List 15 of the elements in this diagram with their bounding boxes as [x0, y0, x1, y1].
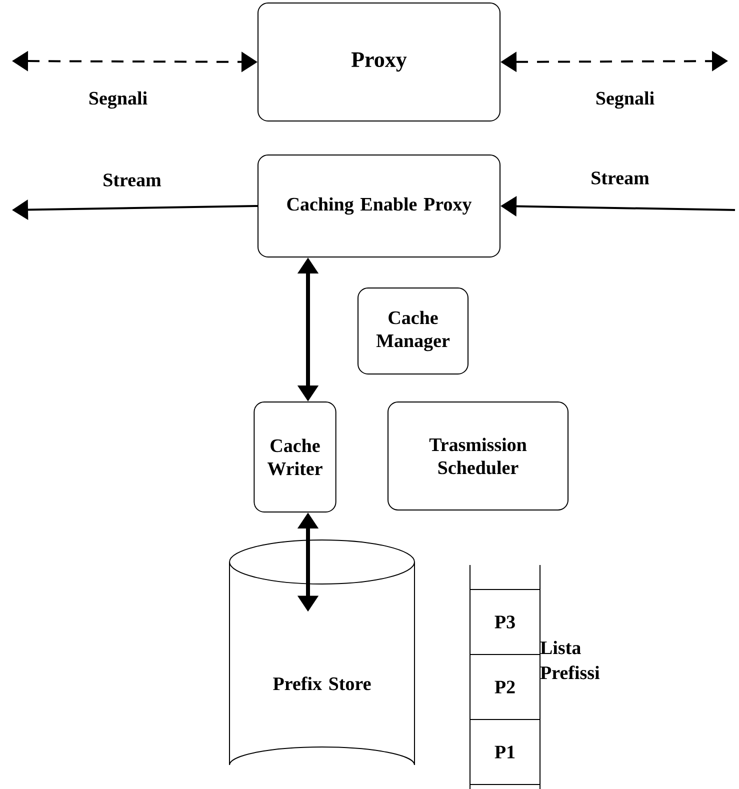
edge-label: Stream [102, 172, 162, 188]
node-label: Prefix Store [273, 676, 371, 690]
stack-label: Lista Prefissi [540, 640, 600, 680]
edge-label: Segnali [594, 90, 656, 110]
stack-cell: P2 [470, 654, 540, 720]
stack-cell: P3 [470, 589, 540, 655]
edge-label: Stream [590, 170, 650, 186]
process-box: Cache Manager [358, 288, 468, 374]
process-box: Trasmission Scheduler [388, 402, 568, 510]
process-box: Proxy [258, 2, 500, 122]
process-box: Caching Enable Proxy [258, 154, 500, 258]
stack-cell: P1 [470, 719, 540, 785]
process-box: Cache Writer [254, 402, 336, 512]
database-cylinder: Prefix Store [229, 540, 415, 766]
edge-label: Segnali [87, 90, 149, 110]
